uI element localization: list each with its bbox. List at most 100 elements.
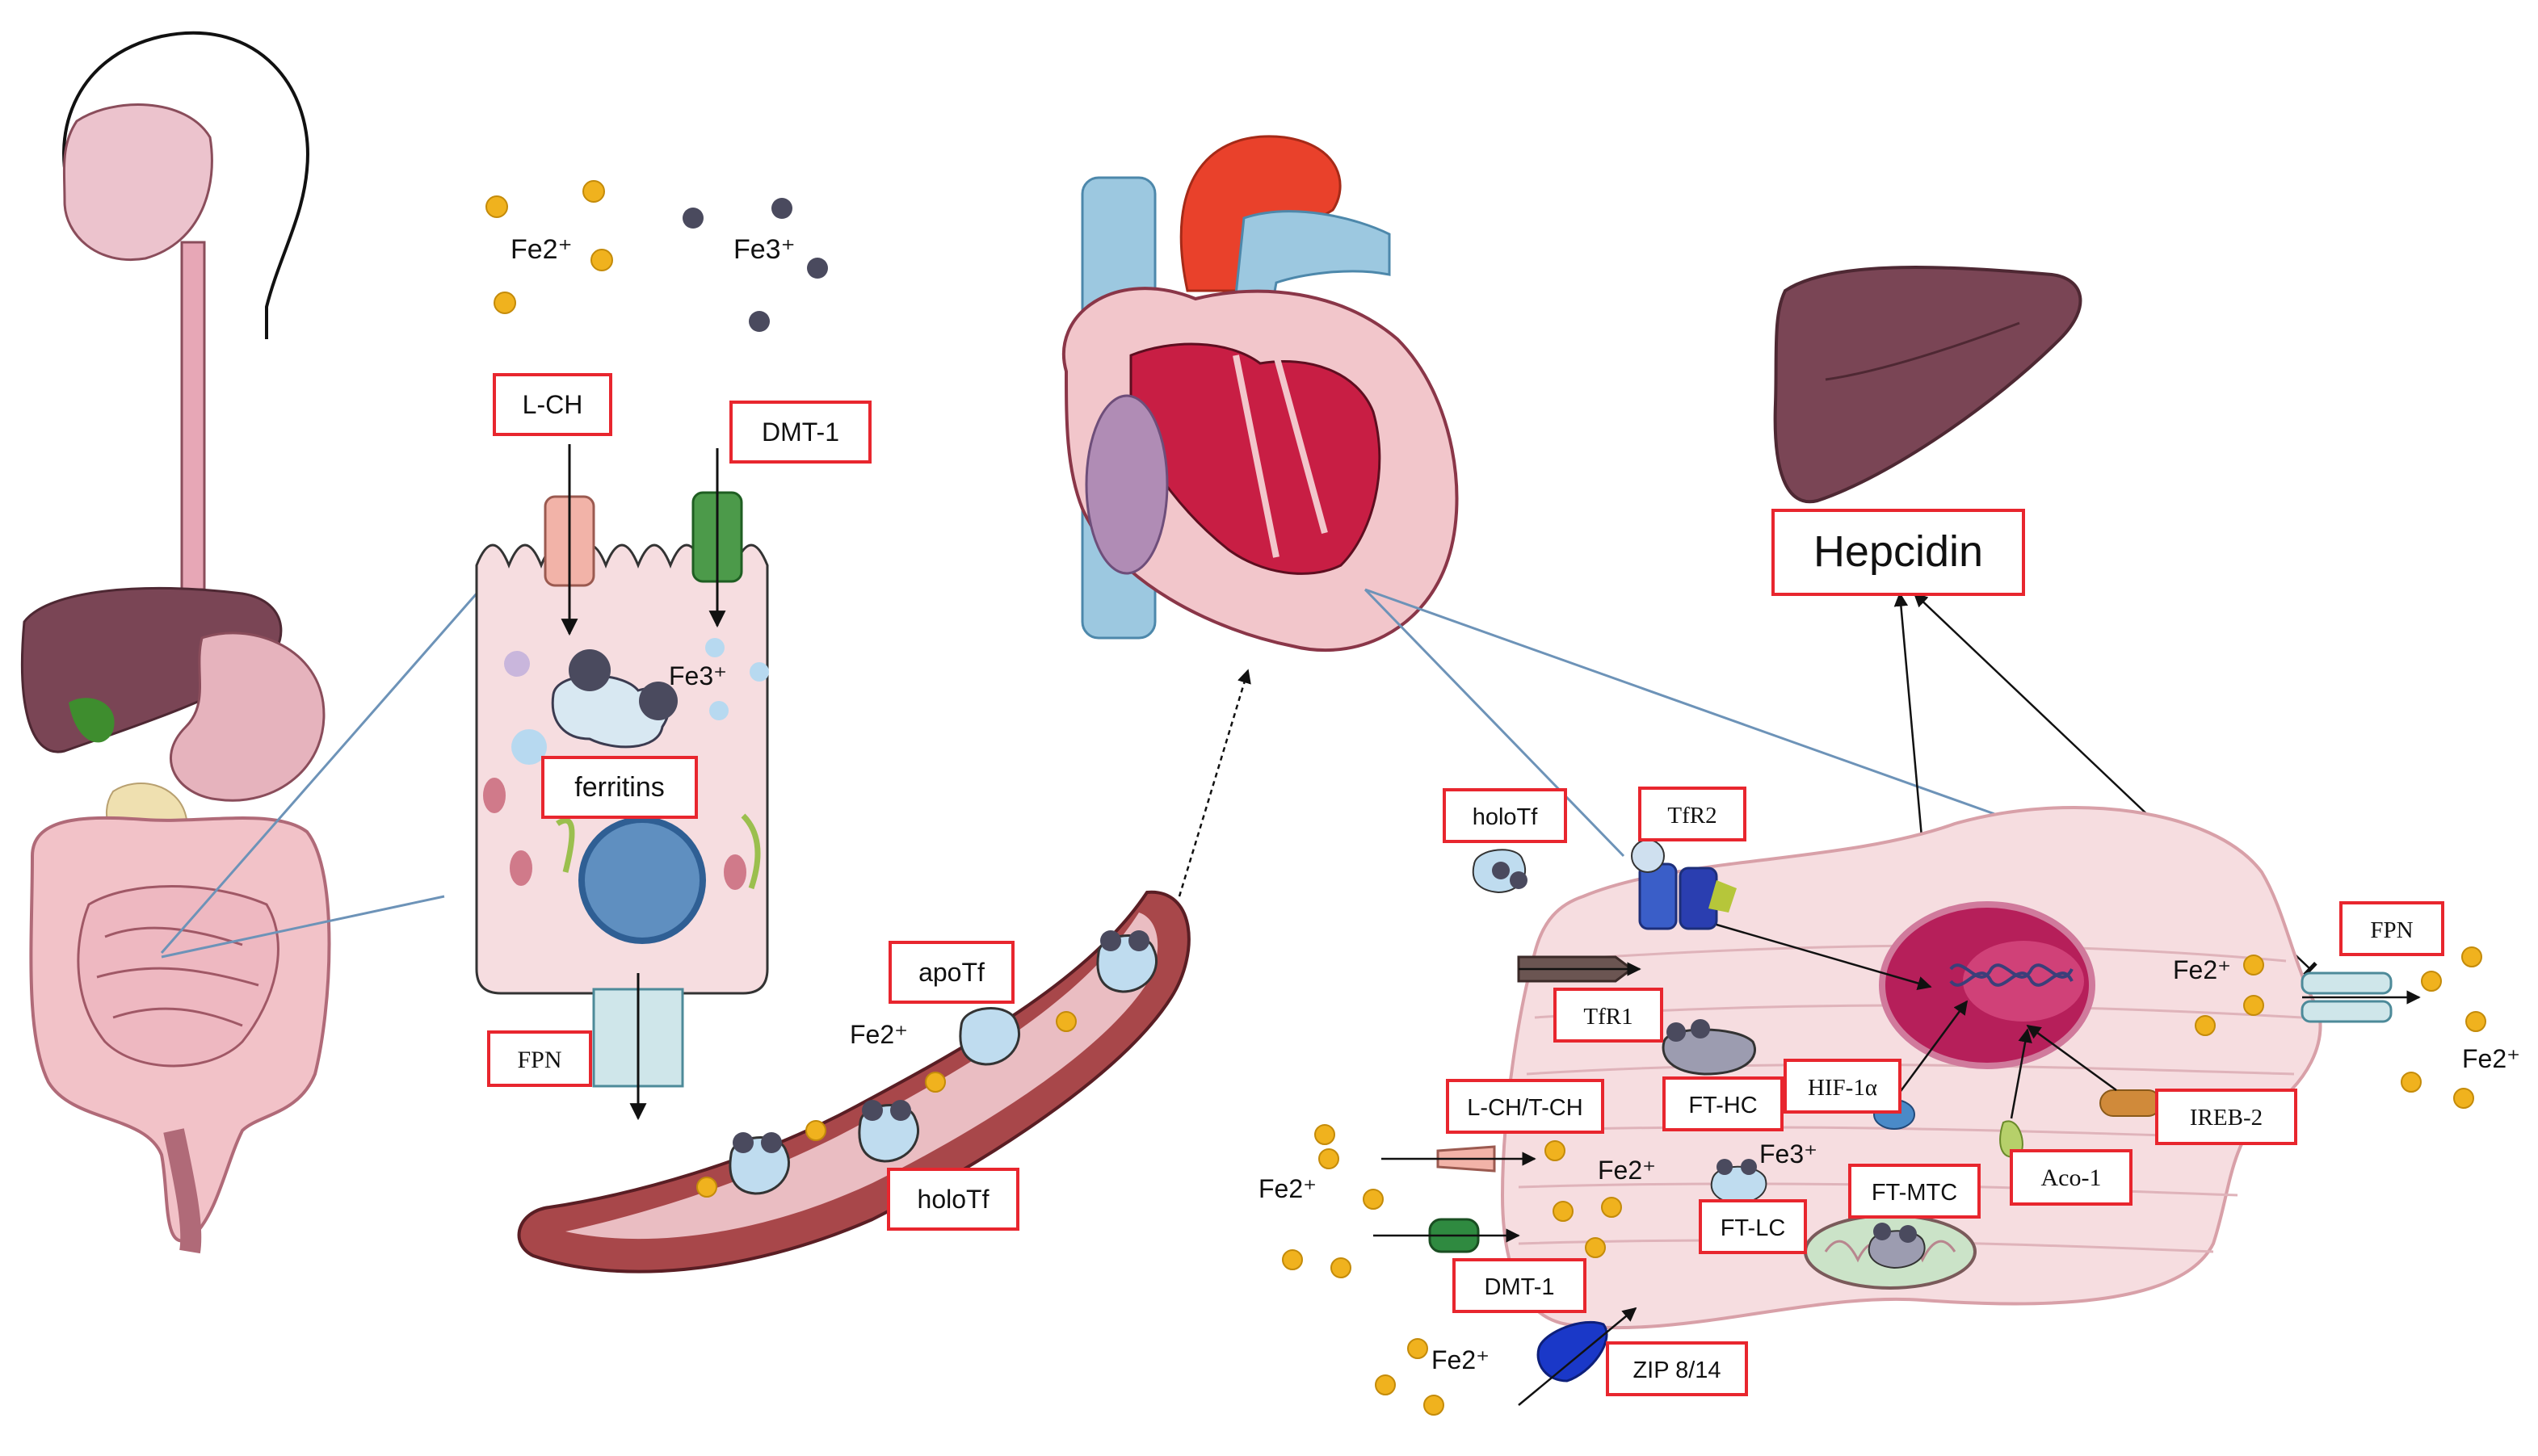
dna-helix (1949, 963, 2074, 987)
svg-text:HIF-1α: HIF-1α (1808, 1075, 1877, 1101)
fe2-bottom-label: Fe2⁺ (1431, 1345, 1490, 1374)
svg-text:L-CH: L-CH (523, 390, 583, 419)
free-holotf-molecule (1472, 849, 1527, 894)
cardio-fe2-ions (1282, 946, 2486, 1416)
svg-text:L-CH/T-CH: L-CH/T-CH (1467, 1095, 1582, 1121)
enterocyte-fe3-label: Fe3⁺ (669, 661, 727, 690)
cardio-ion-labels: Fe2⁺ Fe3⁺ Fe2⁺ Fe2⁺ Fe2⁺ Fe2⁺ (1258, 955, 2520, 1374)
label-l-ch: L-CH (493, 373, 612, 436)
svg-text:Hepcidin: Hepcidin (1813, 527, 1983, 576)
vesicle (709, 701, 729, 720)
label-tfr2: TfR2 (1638, 787, 1746, 841)
holotf-molecule (1096, 930, 1158, 993)
enterocyte-nucleus (578, 816, 706, 944)
liver-lobe-line (1825, 321, 2020, 381)
fe2-ion-label: Fe2⁺ (511, 234, 573, 265)
mitochondrion (724, 854, 746, 890)
vessel-lumen (565, 913, 1158, 1240)
label-ft-hc: FT-HC (1662, 1076, 1784, 1131)
vesicle (504, 651, 530, 677)
apotf-molecule (959, 1007, 1021, 1066)
svg-text:holoTf: holoTf (918, 1185, 990, 1214)
svg-text:TfR1: TfR1 (1583, 1004, 1632, 1030)
label-boxes: L-CH DMT-1 ferritins FPN apoTf holoTf He… (487, 373, 2444, 1396)
svg-text:IREB-2: IREB-2 (2190, 1105, 2263, 1131)
holotf-molecule (858, 1100, 920, 1163)
nasal-cavity (62, 103, 213, 261)
label-zip-8-14: ZIP 8/14 (1606, 1341, 1748, 1396)
liver-illustration (1773, 266, 2082, 504)
right-atrium (1085, 394, 1169, 575)
esophagus (180, 241, 206, 591)
vesicle (511, 729, 547, 765)
fe3-ion-label: Fe3⁺ (733, 234, 796, 265)
fe2-ion-cluster (485, 180, 613, 314)
label-tfr1: TfR1 (1553, 988, 1663, 1043)
label-hif-1a: HIF-1α (1784, 1059, 1901, 1114)
heart-zoom-lines (1364, 588, 2000, 858)
svg-text:DMT-1: DMT-1 (1485, 1274, 1555, 1300)
tfr2-receptor (1631, 839, 1737, 930)
fe2-export-label: Fe2⁺ (2173, 955, 2231, 984)
vessel-wall (517, 890, 1191, 1273)
blood-vessel: Fe2⁺ (517, 890, 1191, 1273)
mitochondrion (483, 778, 506, 813)
holotf-molecule (729, 1132, 791, 1195)
label-l-ch-t-ch: L-CH/T-CH (1446, 1079, 1604, 1134)
human-body-illustration (21, 31, 331, 1254)
svg-text:FT-HC: FT-HC (1688, 1093, 1757, 1118)
vessel-to-heart-arrow (1178, 669, 1251, 897)
svg-text:FPN: FPN (2370, 917, 2413, 943)
svg-text:FPN: FPN (517, 1047, 561, 1073)
svg-text:holoTf: holoTf (1473, 804, 1539, 830)
svg-text:ZIP 8/14: ZIP 8/14 (1632, 1357, 1721, 1383)
fpn-channel-cardio (2301, 971, 2393, 1023)
svg-text:ferritins: ferritins (574, 772, 664, 803)
fe2-left-label: Fe2⁺ (1258, 1174, 1317, 1203)
svg-text:FT-LC: FT-LC (1721, 1215, 1786, 1241)
ft-lc-molecule (1710, 1159, 1767, 1205)
fe2-outside-right-label: Fe2⁺ (2462, 1044, 2520, 1073)
body-stomach (170, 631, 326, 802)
label-ferritins: ferritins (541, 756, 698, 819)
ft-hc-molecule (1662, 1019, 1756, 1076)
fe3-inside-label: Fe3⁺ (1759, 1139, 1817, 1169)
svg-text:DMT-1: DMT-1 (762, 417, 839, 447)
label-fpn-cardio: FPN (2339, 901, 2444, 956)
ireb-2-protein (2099, 1089, 2162, 1117)
vessel-fe2-ions (696, 1011, 1077, 1198)
mitochondrion (510, 850, 532, 886)
heart-illustration (1061, 135, 1459, 652)
dietary-iron-ions: Fe2⁺ Fe3⁺ (485, 180, 828, 332)
fe2-inside-label: Fe2⁺ (1598, 1156, 1656, 1185)
label-hepcidin: Hepcidin (1771, 509, 2025, 596)
head-outline (62, 31, 309, 339)
label-aco-1: Aco-1 (2010, 1149, 2133, 1206)
vesicle (705, 638, 725, 657)
zip-transporter (1536, 1320, 1608, 1383)
hif-1a-arrow (1893, 1000, 1969, 1101)
vessel-fe2-label: Fe2⁺ (850, 1020, 908, 1049)
label-ireb-2: IREB-2 (2155, 1089, 2297, 1145)
label-holotf-cardio: holoTf (1443, 788, 1567, 843)
tfr2-signal-arrow (1716, 923, 1932, 991)
nucleolus (1963, 941, 2084, 1022)
label-fpn-enterocyte: FPN (487, 1030, 592, 1087)
svg-text:TfR2: TfR2 (1667, 803, 1717, 829)
aco-1-arrow (2010, 1028, 2032, 1119)
svg-text:apoTf: apoTf (918, 958, 985, 987)
ferritin-iron-core (569, 649, 611, 691)
enterocyte-zoom-lines (160, 593, 478, 959)
heart-valves (1233, 354, 1328, 558)
svg-text:Aco-1: Aco-1 (2041, 1164, 2102, 1191)
label-dmt-1-cardio: DMT-1 (1452, 1258, 1586, 1313)
ferritin-iron-core (639, 682, 678, 720)
ireb-2-arrow (2026, 1024, 2117, 1092)
svg-text:FT-MTC: FT-MTC (1872, 1180, 1957, 1206)
ft-mtc-molecule (1868, 1223, 1926, 1269)
vesicle (750, 662, 769, 682)
zip-uptake-arrow (1518, 1307, 1637, 1406)
liver-shape (1773, 266, 2082, 504)
golgi (556, 813, 761, 890)
